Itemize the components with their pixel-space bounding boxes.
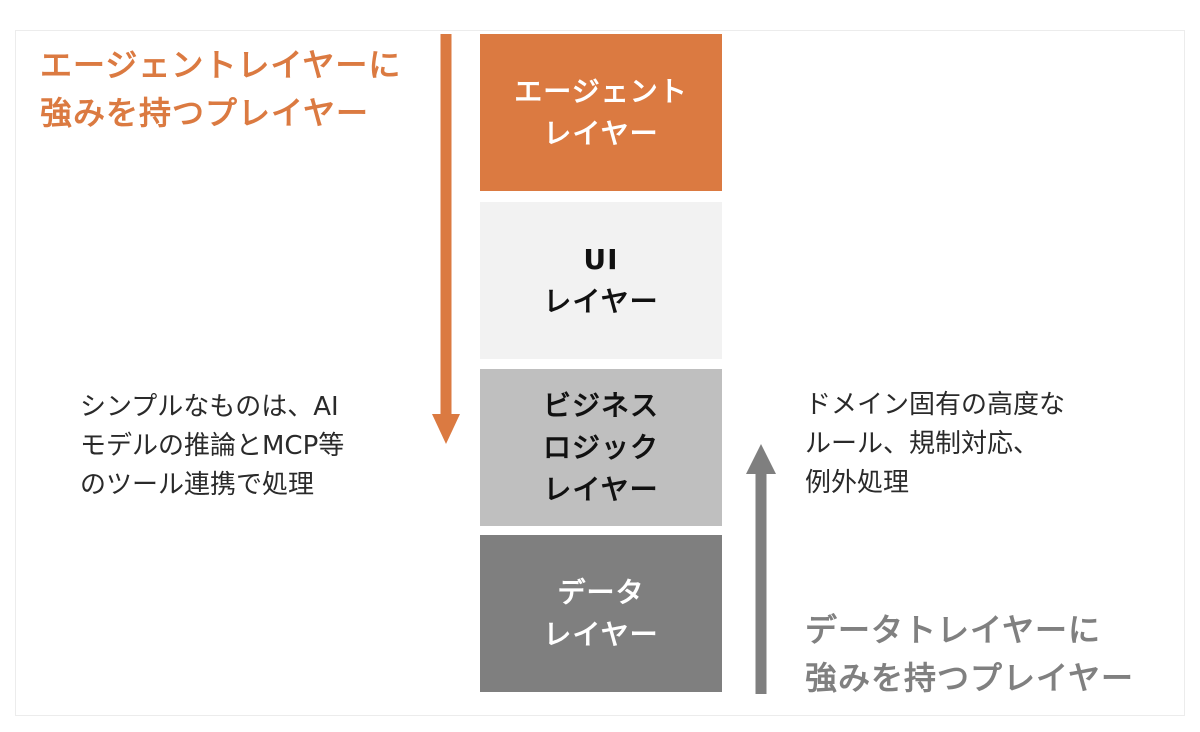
right-desc-line-1: ドメイン固有の高度な — [805, 390, 1066, 420]
layer-ui-line-2: レイヤー — [543, 284, 659, 318]
layer-data: データ レイヤー — [480, 535, 722, 692]
layer-ui-line-1: UI — [583, 242, 619, 276]
agent-heading-line-2: 強みを持つプレイヤー — [40, 94, 370, 132]
layer-agent: エージェント レイヤー — [480, 34, 722, 191]
layer-agent-line-2: レイヤー — [543, 116, 659, 150]
agent-player-heading: エージェントレイヤーに 強みを持つプレイヤー — [40, 41, 401, 137]
agent-heading-line-1: エージェントレイヤーに — [40, 46, 402, 84]
layer-business-line-1: ビジネス — [542, 388, 659, 422]
layer-agent-line-1: エージェント — [514, 74, 688, 108]
layer-ui: UI レイヤー — [480, 202, 722, 359]
right-desc-line-3: 例外処理 — [805, 468, 910, 498]
up-arrow-head — [746, 444, 776, 474]
layer-business-line-2: ロジック — [542, 430, 659, 464]
right-desc-line-2: ルール、規制対応、 — [805, 429, 1040, 459]
layer-business-logic: ビジネス ロジック レイヤー — [480, 369, 722, 526]
data-heading-line-1: データトレイヤーに — [805, 611, 1102, 649]
down-arrow-head — [432, 414, 460, 444]
domain-rules-description: ドメイン固有の高度な ルール、規制対応、 例外処理 — [805, 386, 1065, 503]
layer-business-line-3: レイヤー — [543, 472, 659, 506]
simple-processing-description: シンプルなものは、AI モデルの推論とMCP等 のツール連携で処理 — [80, 388, 344, 505]
layer-data-line-1: データ — [557, 575, 645, 609]
left-desc-line-2: モデルの推論とMCP等 — [80, 431, 345, 461]
data-heading-line-2: 強みを持つプレイヤー — [805, 659, 1135, 697]
layer-data-line-2: レイヤー — [543, 617, 659, 651]
up-arrow-data — [746, 444, 776, 694]
down-arrow-agent — [432, 34, 460, 444]
left-desc-line-1: シンプルなものは、AI — [80, 392, 339, 422]
data-player-heading: データトレイヤーに 強みを持つプレイヤー — [805, 606, 1134, 702]
left-desc-line-3: のツール連携で処理 — [80, 470, 315, 500]
